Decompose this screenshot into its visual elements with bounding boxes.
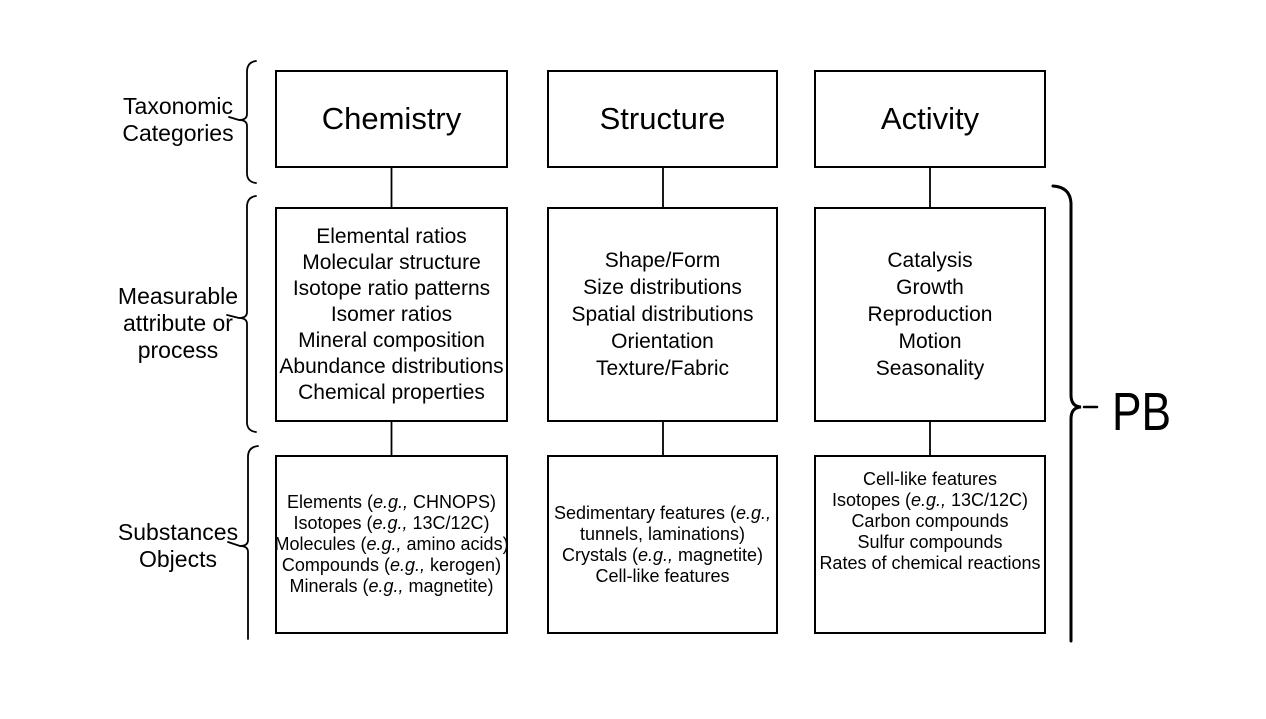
pb-label: PB [1112, 382, 1172, 442]
text-line: Abundance distributions [279, 354, 504, 378]
substances-box-structure: Sedimentary features (e.g.,tunnels, lami… [547, 455, 778, 634]
text-line: Orientation [611, 330, 714, 353]
row-label-line: Measurable [117, 283, 239, 309]
category-box-chemistry: Chemistry [275, 70, 508, 168]
brace-pb [1051, 184, 1082, 643]
text-line: Growth [896, 276, 964, 299]
text-line: Isotope ratio patterns [292, 276, 491, 300]
text-line: Size distributions [583, 276, 742, 299]
dash-measurable-attribute [226, 314, 240, 319]
text-line: Elements (e.g., CHNOPS) [286, 492, 497, 512]
text-line: Seasonality [875, 357, 985, 380]
row-label-line: process [137, 337, 219, 363]
text-line: Isotopes (e.g., 13C/12C) [831, 490, 1029, 510]
category-box-activity: Activity [814, 70, 1046, 168]
text-line: Sulfur compounds [857, 532, 1003, 552]
dash-substances-objects [227, 541, 241, 547]
text-line: Minerals (e.g., magnetite) [289, 576, 494, 596]
category-title: Activity [880, 101, 980, 136]
row-label-line: Substances [117, 519, 239, 545]
row-label-line: Objects [139, 546, 217, 572]
text-line: Elemental ratios [316, 224, 467, 248]
text-line: Isotopes (e.g., 13C/12C) [293, 513, 490, 533]
dash-taxonomic-categories [228, 116, 240, 121]
text-line: Mineral composition [298, 328, 485, 352]
row-label-line: Taxonomic [123, 93, 233, 119]
text-line: Crystals (e.g., magnetite) [561, 544, 764, 565]
category-title: Structure [599, 101, 726, 136]
text-line: Rates of chemical reactions [819, 553, 1041, 573]
row-label-line: Categories [122, 120, 234, 146]
text-line: tunnels, laminations) [579, 523, 746, 544]
text-line: Spatial distributions [571, 303, 754, 326]
text-line: Catalysis [887, 249, 973, 272]
substances-box-chemistry: Elements (e.g., CHNOPS)Isotopes (e.g., 1… [274, 455, 509, 634]
text-line: Molecular structure [302, 250, 481, 274]
row-label-substances-objects: Substances Objects [104, 519, 252, 573]
text-line: Sedimentary features (e.g., [553, 502, 772, 523]
text-line: Shape/Form [604, 249, 721, 272]
row-label-line: attribute or [123, 310, 233, 336]
row-label-taxonomic-categories: Taxonomic Categories [104, 93, 252, 147]
text-line: Cell-like features [862, 469, 998, 489]
text-line: Carbon compounds [851, 511, 1009, 531]
text-line: Chemical properties [298, 380, 485, 404]
text-line: Compounds (e.g., kerogen) [281, 555, 502, 575]
text-line: Motion [898, 330, 962, 353]
text-line: Reproduction [867, 303, 993, 326]
text-line: Isomer ratios [330, 302, 453, 326]
brace-substances-objects [239, 445, 259, 640]
row-label-measurable-attribute: Measurable attribute or process [104, 283, 252, 364]
text-line: Texture/Fabric [595, 357, 730, 380]
text-line: Molecules (e.g., amino acids) [274, 534, 509, 554]
category-box-structure: Structure [547, 70, 778, 168]
category-title: Chemistry [321, 101, 462, 136]
text-line: Cell-like features [595, 565, 730, 586]
